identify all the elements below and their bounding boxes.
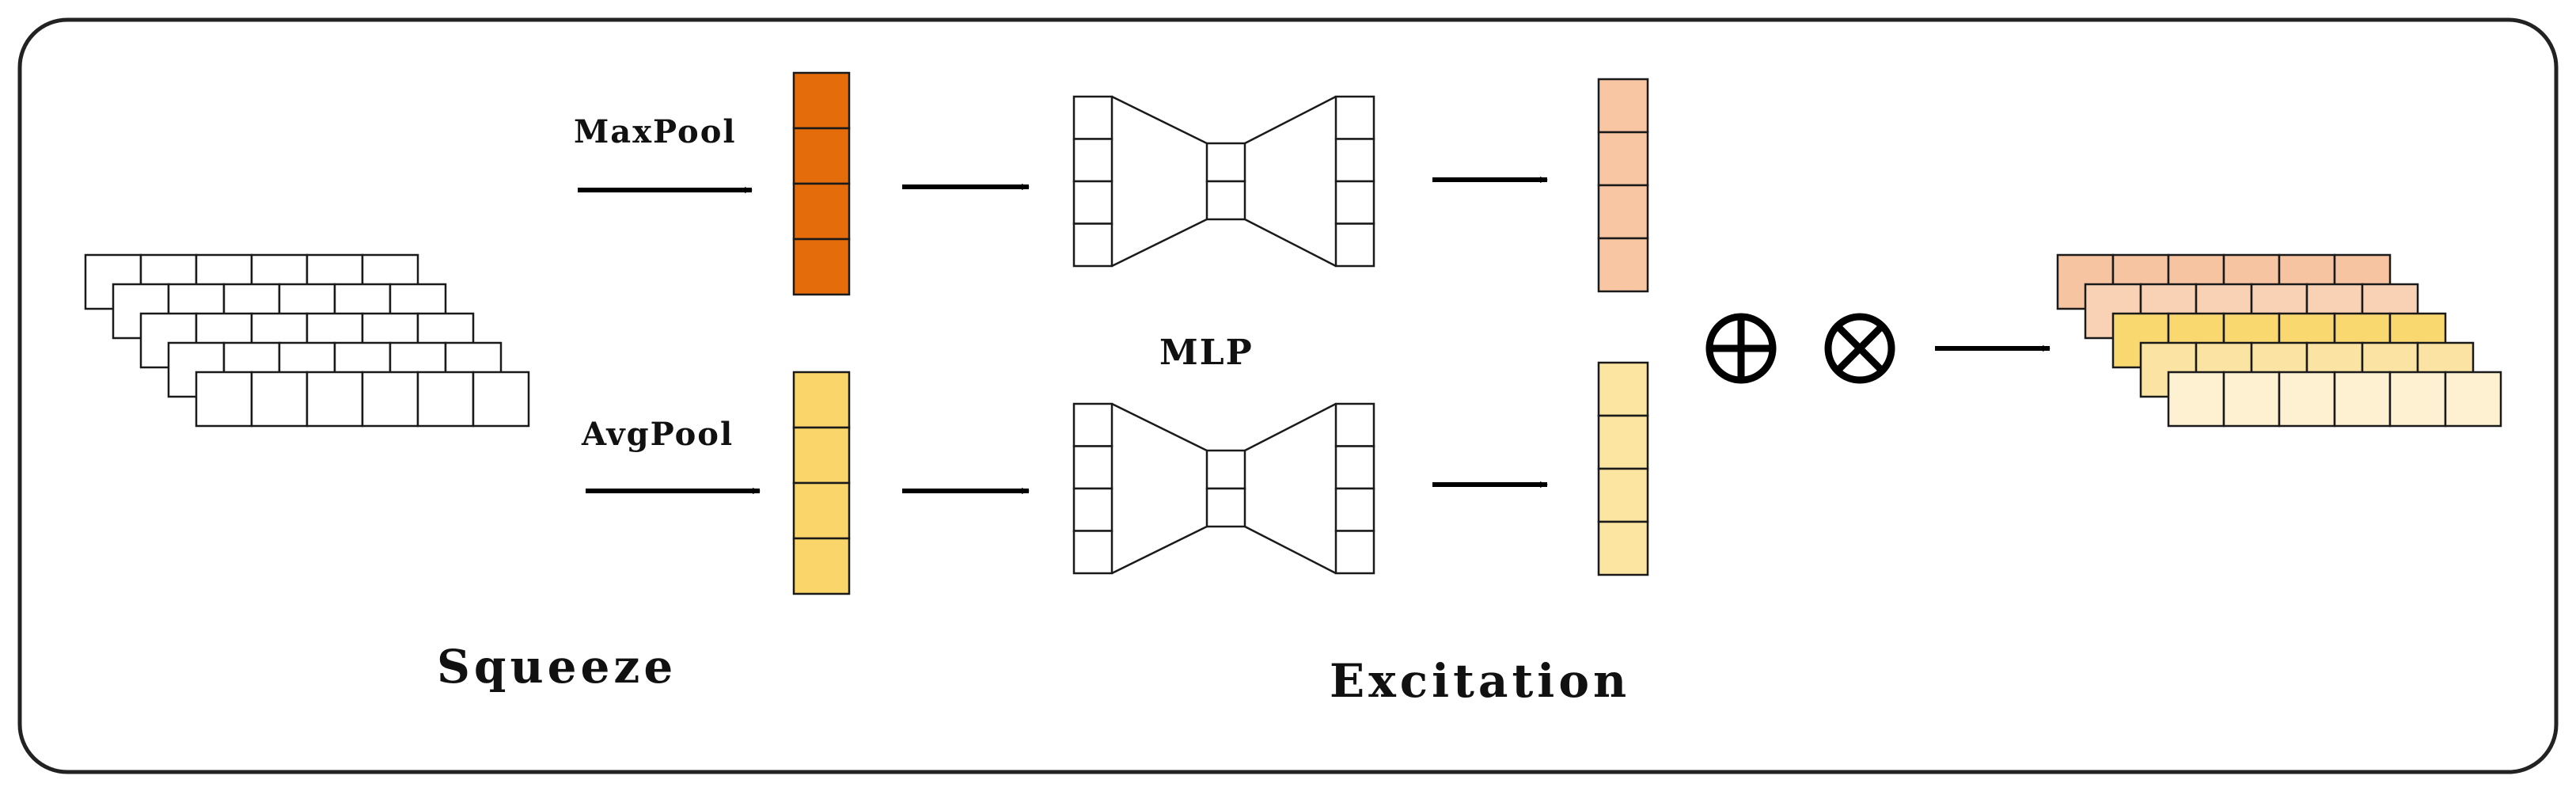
avgpool-vector-cell [792,426,851,485]
maxpool-vector-cell [792,127,851,185]
excitation-vector-max [1597,78,1649,293]
output-feature-map [2056,253,2502,428]
input-feature-cell-cell [472,371,530,428]
output-feature-cell-cell [2167,371,2225,428]
add-operator [1705,313,1777,384]
mlp-input-node [1072,222,1113,268]
maxpool-label: MaxPool [574,113,737,150]
input-feature-cell-cell [361,371,419,428]
mlp-input-node [1072,180,1113,225]
mlp-label: MLP [1159,333,1254,373]
mlp-output-node [1334,530,1375,575]
output-feature-cell-cell [2388,371,2447,428]
excite-max-vector-cell [1597,131,1649,187]
input-feature-cell-layer [195,371,530,428]
maxpool-vector-cell [792,182,851,241]
mlp-output-node [1334,138,1375,183]
mlp-output-node [1334,222,1375,268]
output-feature-cell-cell [2333,371,2392,428]
mlp-output-node [1334,402,1375,447]
input-feature-map [84,253,530,428]
mlp-hidden-node [1205,487,1246,528]
input-feature-cell-cell [250,371,309,428]
mlp-output-node [1334,445,1375,490]
output-feature-cell-cell [2444,371,2502,428]
squeeze-label: Squeeze [437,640,677,694]
excitation-vector-avg [1597,361,1649,576]
excite-max-vector-cell [1597,184,1649,240]
mlp-hidden-node [1205,449,1246,490]
input-feature-cell-cell [305,371,364,428]
multiply-operator [1824,313,1895,384]
mlp-input-node [1072,95,1113,140]
output-feature-cell-layer [2167,371,2502,428]
mlp-input-node [1072,445,1113,490]
input-feature-cell-cell [416,371,475,428]
excite-avg-vector-cell [1597,467,1649,523]
excitation-label: Excitation [1330,654,1630,708]
avgpool-vector-cell [792,371,851,429]
mlp-input-node [1072,487,1113,532]
excite-avg-vector-cell [1597,520,1649,576]
avgpool-vector [792,371,851,595]
excite-avg-vector-cell [1597,361,1649,417]
mlp-output-node [1334,180,1375,225]
mlp-hidden-node [1205,180,1246,221]
mlp-input-node [1072,530,1113,575]
avgpool-vector-cell [792,481,851,540]
maxpool-vector-cell [792,238,851,296]
excite-max-vector-cell [1597,237,1649,293]
output-feature-cell-cell [2222,371,2281,428]
mlp-input-node [1072,402,1113,447]
mlp-bottom [1072,402,1375,575]
mlp-top [1072,95,1375,268]
excite-avg-vector-cell [1597,414,1649,470]
mlp-output-node [1334,95,1375,140]
output-feature-cell-cell [2278,371,2336,428]
mlp-hidden-node [1205,142,1246,183]
mlp-input-node [1072,138,1113,183]
input-feature-cell-cell [195,371,253,428]
diagram-frame [17,17,2559,774]
maxpool-vector-cell [792,71,851,130]
excite-max-vector-cell [1597,78,1649,134]
avgpool-vector-cell [792,537,851,595]
maxpool-vector [792,71,851,296]
mlp-output-node [1334,487,1375,532]
avgpool-label: AvgPool [581,416,734,453]
